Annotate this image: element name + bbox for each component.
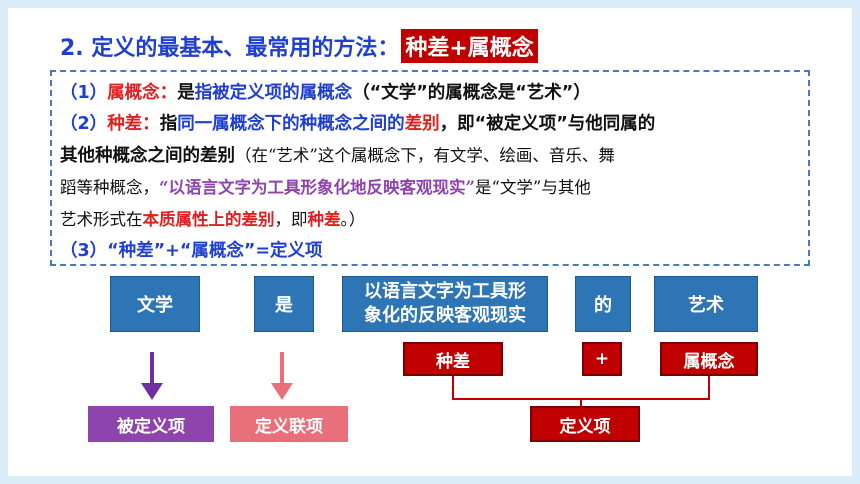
def-line-1-p3: （“文学”的属概念是“艺术”）	[352, 83, 591, 103]
frame-bottom	[0, 476, 860, 484]
frame-right	[852, 0, 860, 484]
box-yishu: 艺术	[654, 276, 758, 332]
def-line-1: （1）属概念：是指被定义项的属概念（“文学”的属概念是“艺术”）	[60, 78, 800, 109]
label-dingyilian: 定义联项	[230, 406, 348, 442]
label-shugainian: 属概念	[660, 342, 758, 376]
def-line-6: （3）“种差”+“属概念”=定义项	[60, 241, 323, 261]
frame-top	[0, 0, 860, 8]
heading-highlight: 种差+属概念	[401, 29, 538, 63]
label-zhongcha: 种差	[403, 342, 503, 376]
def-line-5-p4: 种差	[307, 210, 341, 229]
pink-arrow-icon	[271, 352, 293, 400]
def-line-5-p3: ，即	[274, 210, 308, 229]
def-line-4-p1: 蹈等种概念，	[60, 178, 159, 197]
def-line-4-p3: 是“文学”与其他	[474, 178, 591, 197]
def-line-4: 蹈等种概念，“以语言文字为工具形象化地反映客观现实”是“文学”与其他	[60, 172, 800, 204]
def-line-1-p2: 指被定义项的属概念	[194, 83, 353, 103]
box-description-line-1: 以语言文字为工具形	[364, 281, 526, 302]
def-line-2-p1: 指	[159, 114, 178, 134]
bracket-right-leg	[708, 376, 710, 400]
def-line-2-num: （2）	[60, 114, 108, 134]
box-shi: 是	[254, 276, 314, 332]
frame-left	[0, 0, 8, 484]
heading-text: 2. 定义的最基本、最常用的方法：	[60, 36, 400, 61]
box-description-line-2: 象化的反映客观现实	[364, 305, 526, 326]
def-line-5-p1: 艺术形式在	[60, 210, 143, 229]
def-line-2-p2: 同一属概念下的种概念之间的	[177, 114, 405, 134]
def-line-1-term: 属概念：	[107, 83, 178, 103]
bracket-left-leg	[452, 376, 454, 400]
label-plus: +	[582, 342, 622, 376]
def-line-1-num: （1）	[60, 83, 108, 103]
bracket-stem	[580, 398, 582, 408]
box-wenxue: 文学	[110, 276, 200, 332]
def-line-5-p2: 本质属性上的差别	[142, 210, 275, 229]
definition-box: （1）属概念：是指被定义项的属概念（“文学”的属概念是“艺术”） （2）种差：指…	[50, 70, 810, 266]
def-line-2-p4: ，即“被定义项”与他同属的	[439, 114, 656, 134]
section-heading: 2. 定义的最基本、最常用的方法： 种差+属概念	[60, 28, 538, 64]
def-line-5: 艺术形式在本质属性上的差别，即种差。）	[60, 204, 800, 236]
def-line-3: 其他种概念之间的差别（在“艺术”这个属概念下，有文学、绘画、音乐、舞	[60, 140, 800, 172]
purple-arrow-icon	[141, 352, 163, 400]
def-line-3-p2: （在“艺术”这个属概念下，有文学、绘画、音乐、舞	[235, 146, 615, 165]
label-dingyixiang: 定义项	[530, 406, 640, 442]
def-line-4-p2: “以语言文字为工具形象化地反映客观现实”	[159, 178, 475, 197]
box-de: 的	[575, 276, 631, 332]
def-line-2: （2）种差：指同一属概念下的种概念之间的差别，即“被定义项”与他同属的	[60, 109, 800, 140]
def-line-2-p3: 差别	[404, 114, 440, 134]
def-line-5-p5: 。）	[340, 210, 366, 229]
def-line-2-term: 种差：	[107, 114, 160, 134]
label-beidingyi: 被定义项	[88, 406, 214, 442]
box-description: 以语言文字为工具形 象化的反映客观现实	[342, 276, 548, 332]
def-line-3-p1: 其他种概念之间的差别	[60, 146, 235, 166]
def-line-1-p1: 是	[177, 83, 195, 103]
